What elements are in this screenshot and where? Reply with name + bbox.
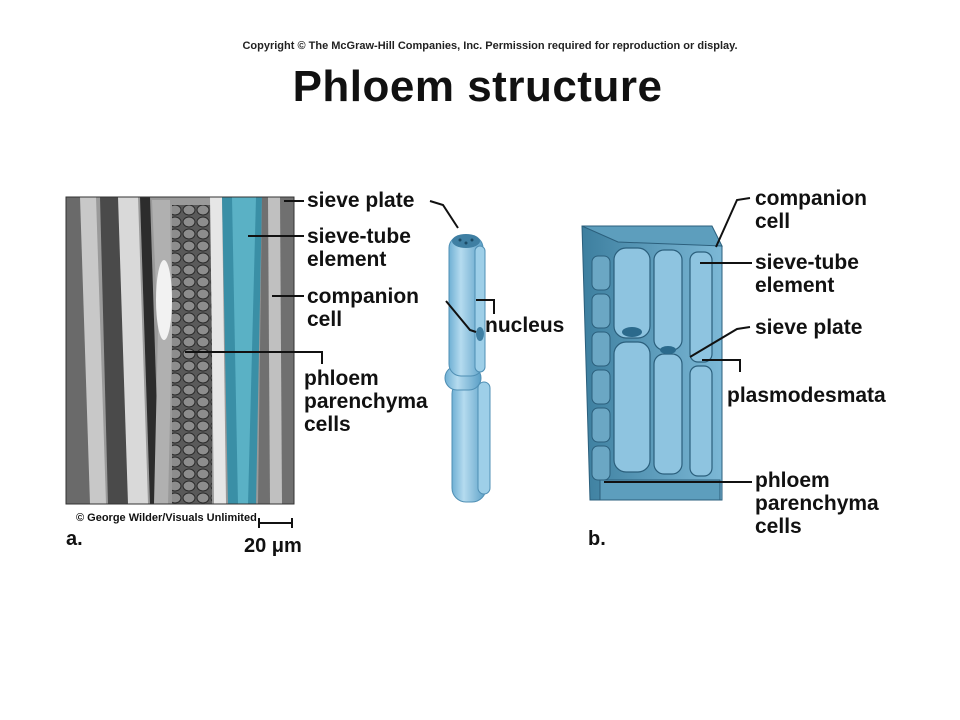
sieve-tube-illustration xyxy=(444,234,491,503)
middle-leader-lines xyxy=(429,200,495,333)
label-b-phloem-parenchyma: phloem parenchyma cells xyxy=(755,469,879,538)
micrograph xyxy=(65,196,295,505)
label-a-companion-cell: companion cell xyxy=(307,285,420,331)
panel-b-letter: b. xyxy=(588,528,606,550)
phloem-block-illustration xyxy=(581,225,723,501)
label-b-plasmodesmata: plasmodesmata xyxy=(727,384,886,407)
label-a-phloem-parenchyma: phloem parenchyma cells xyxy=(304,367,428,436)
photo-credit: © George Wilder/Visuals Unlimited xyxy=(76,512,257,524)
label-b-sieve-plate: sieve plate xyxy=(755,316,863,339)
label-b-sieve-tube-element: sieve-tube element xyxy=(755,251,859,297)
copyright-notice: Copyright © The McGraw-Hill Companies, I… xyxy=(242,40,738,52)
panel-b-leader-lines xyxy=(604,197,752,483)
label-b-companion-cell: companion cell xyxy=(755,187,868,233)
label-nucleus: nucleus xyxy=(485,314,565,337)
label-a-sieve-tube-element: sieve-tube element xyxy=(307,225,411,271)
scale-bar-label: 20 μm xyxy=(244,535,302,557)
panel-a-leader-lines xyxy=(185,200,323,364)
panel-a-letter: a. xyxy=(66,528,83,550)
label-a-sieve-plate: sieve plate xyxy=(307,189,415,212)
page-title: Phloem structure xyxy=(292,62,663,111)
scale-bar xyxy=(258,518,293,528)
